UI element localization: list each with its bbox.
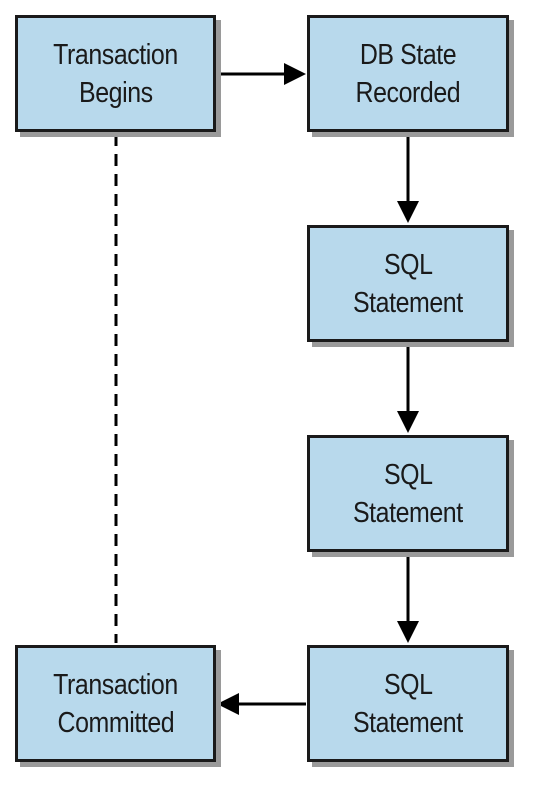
node-label-line-1: DB State [359,38,457,71]
node-label-line-2: Recorded [355,76,461,109]
node-label-line-2: Committed [57,706,174,739]
node-label-line-1: SQL [383,668,433,701]
node-label-line-1: SQL [383,458,433,491]
arrow-sql1-to-sql2-head [397,411,419,433]
node-sql-statement-1: SQL Statement [307,225,509,342]
arrow-db-to-sql1-head [397,201,419,223]
arrow-begin-to-db-head [284,63,306,85]
node-label-line-1: SQL [383,248,433,281]
node-label-line-2: Begins [78,76,153,109]
node-sql-statement-3: SQL Statement [307,645,509,762]
node-label-line-2: Statement [353,706,463,739]
arrow-sql3-to-commit-head [217,693,239,715]
node-label-line-1: Transaction [53,668,178,701]
node-transaction-committed: Transaction Committed [15,645,216,762]
node-label-line-2: Statement [353,496,463,529]
node-label-line-2: Statement [353,286,463,319]
node-sql-statement-2: SQL Statement [307,435,509,552]
arrow-sql2-to-sql3-head [397,621,419,643]
node-transaction-begins: Transaction Begins [15,15,216,132]
node-label-line-1: Transaction [53,38,178,71]
node-db-state-recorded: DB State Recorded [307,15,509,132]
